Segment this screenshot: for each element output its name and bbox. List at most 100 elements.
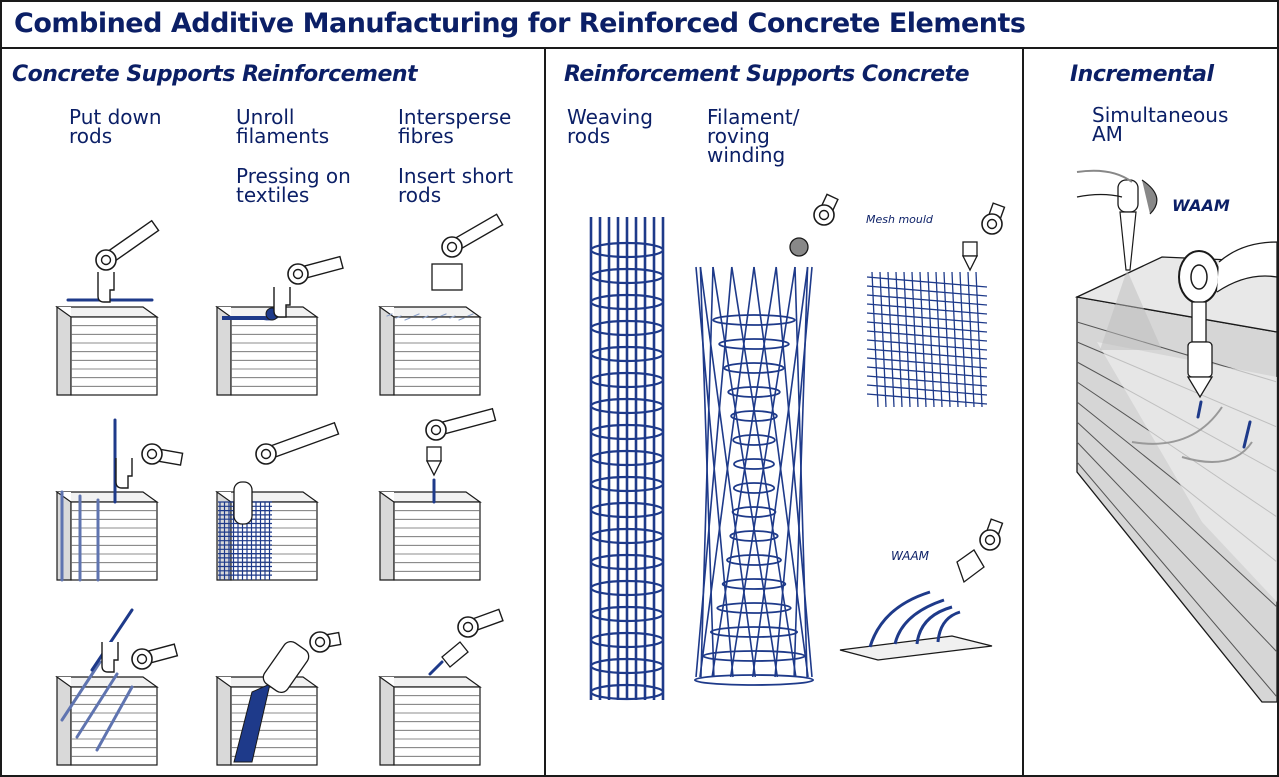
block-side xyxy=(379,305,395,396)
winding-strand xyxy=(751,266,809,678)
block-top xyxy=(55,306,159,318)
winding-hoop xyxy=(709,626,799,638)
spray-nozzle xyxy=(1117,179,1139,213)
robot-joint-inner xyxy=(136,653,148,665)
robot-put-down xyxy=(95,219,160,271)
spray-nozzle-tip xyxy=(1119,211,1137,271)
winding-strand xyxy=(695,266,734,678)
winding-strand xyxy=(731,266,797,678)
block-front xyxy=(393,316,481,396)
angled-short-rod xyxy=(428,660,444,676)
nozzle-tip xyxy=(961,255,979,272)
block-insert-short-rods xyxy=(378,490,482,581)
mesh-bar xyxy=(866,285,988,297)
mesh-bar xyxy=(866,303,988,315)
winding-hoop xyxy=(732,482,776,494)
nozzle-body xyxy=(962,241,978,257)
winding-strand xyxy=(793,266,809,678)
rod-angled xyxy=(95,685,134,752)
waam-deposit xyxy=(868,590,931,648)
block-top xyxy=(378,306,482,318)
mesh-bar xyxy=(866,294,988,306)
cage-hoop xyxy=(589,475,665,493)
block-side xyxy=(216,305,232,396)
winding-strand xyxy=(711,266,777,678)
nozzle-waam xyxy=(956,549,985,584)
winding-hoop xyxy=(729,530,779,542)
rod-angled xyxy=(75,672,119,739)
robot-joint-inner xyxy=(260,448,272,460)
label-insert-short-rods: Insert short rods xyxy=(398,164,514,207)
mesh-bar xyxy=(903,271,911,408)
block-top xyxy=(55,491,159,503)
robot-roving xyxy=(309,631,342,653)
label-unroll-filaments: Unroll filaments xyxy=(236,105,330,148)
rebar-cage xyxy=(589,217,665,701)
gripper xyxy=(115,458,133,489)
gripper xyxy=(273,287,291,318)
robot-joint-inner xyxy=(146,448,158,460)
robot-winding xyxy=(813,193,839,226)
mesh-bar xyxy=(866,276,988,288)
winding-hoop xyxy=(727,386,781,398)
block-front xyxy=(70,501,158,581)
cage-hoop xyxy=(589,423,665,441)
winding-hoop xyxy=(712,314,796,326)
mesh-bar xyxy=(887,271,895,408)
robot-joint-inner xyxy=(446,241,458,253)
block-put-down-rods-vertical xyxy=(55,490,159,581)
robot-pressing xyxy=(255,421,340,465)
winding-strand xyxy=(753,266,809,678)
mesh-bar xyxy=(927,271,935,408)
winding-hoop xyxy=(731,506,777,518)
nozzle-tip xyxy=(425,460,443,477)
block-side xyxy=(56,490,72,581)
winding-hoop xyxy=(732,434,776,446)
section-heading-concrete-supports: Concrete Supports Reinforcement xyxy=(12,62,418,87)
block-side xyxy=(379,490,395,581)
divider-left-middle xyxy=(544,47,546,777)
gripper-angled xyxy=(101,642,119,673)
waam-plate xyxy=(839,635,993,661)
incremental-layer-line xyxy=(1076,421,1277,608)
block-front xyxy=(70,316,158,396)
fibre-dash xyxy=(467,313,474,317)
block-top xyxy=(378,491,482,503)
spray-cone xyxy=(1100,270,1162,350)
cage-hoop xyxy=(589,345,665,363)
robot-intersperse xyxy=(441,213,504,258)
robot-joint-inner xyxy=(292,268,304,280)
fibre-dash xyxy=(395,315,402,319)
robot-unroll xyxy=(287,255,344,285)
divider-middle-right xyxy=(1022,47,1024,777)
waam-deposit xyxy=(936,610,961,643)
mesh-mould xyxy=(866,271,988,408)
fibre-dash xyxy=(422,315,429,319)
fibre-dispenser xyxy=(431,263,463,291)
winding-hoop xyxy=(702,650,806,662)
spray-head-cap xyxy=(1141,179,1158,215)
winding-hoop xyxy=(726,554,782,566)
winding-hoop xyxy=(693,674,815,686)
spray-hose xyxy=(1076,169,1133,183)
block-unroll-filaments xyxy=(215,305,319,396)
gripper xyxy=(101,642,119,673)
block-front xyxy=(230,316,318,396)
rod-angled-placing xyxy=(90,608,134,672)
fibre-dash xyxy=(413,313,420,317)
label-weaving-rods: Weaving rods xyxy=(567,105,653,148)
rod-angled xyxy=(60,660,102,722)
section-heading-reinforcement-supports: Reinforcement Supports Concrete xyxy=(564,62,970,87)
winding-hoop xyxy=(716,602,792,614)
fibre-dash xyxy=(404,317,411,321)
title-bar: Combined Additive Manufacturing for Rein… xyxy=(2,2,1277,49)
mesh-bar xyxy=(919,271,927,408)
nozzle-body xyxy=(426,446,442,462)
robot-joint-inner xyxy=(818,209,830,221)
robot-short-rods xyxy=(425,407,497,441)
label-simultaneous-am: Simultaneous AM xyxy=(1092,103,1229,146)
waam-rod-deposit xyxy=(1196,400,1203,419)
label-waam-middle: WAAM xyxy=(891,549,930,563)
